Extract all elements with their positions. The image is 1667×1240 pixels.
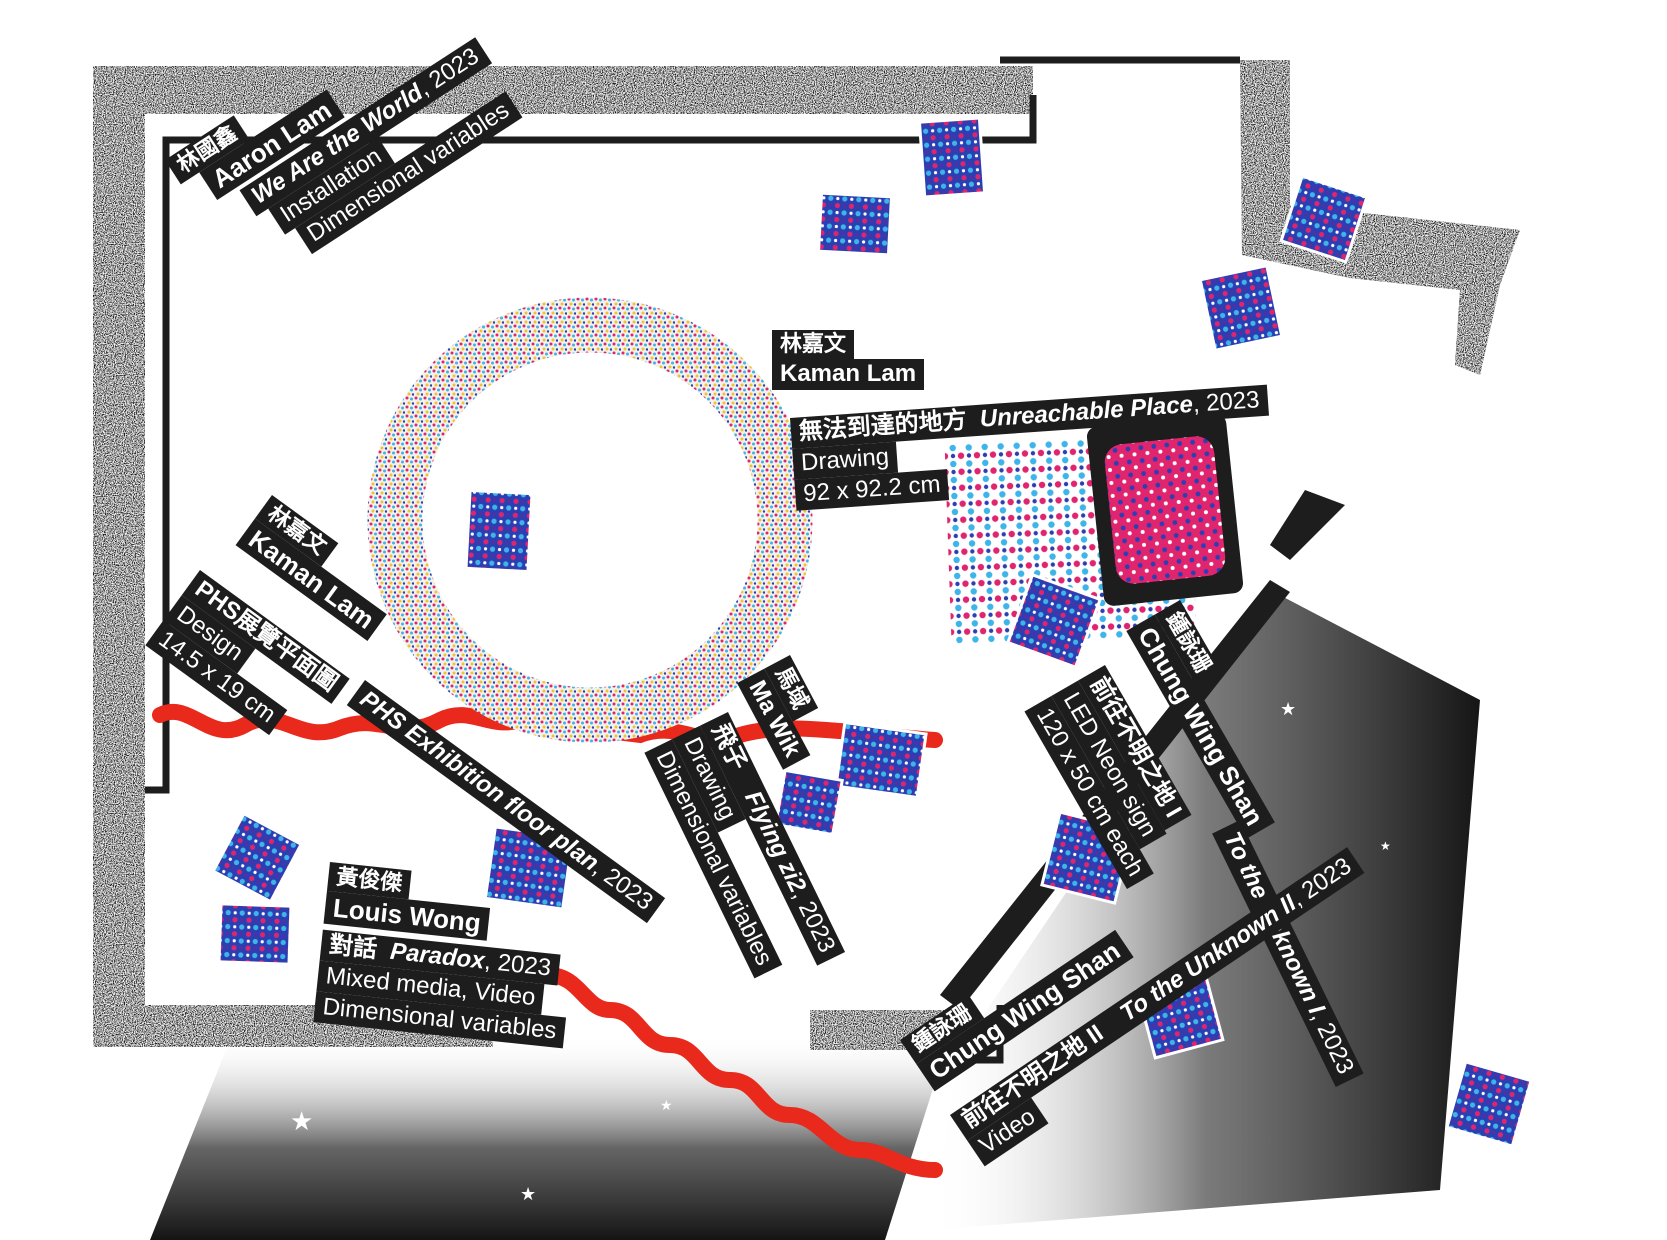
dot-square xyxy=(1005,572,1103,670)
unreachable-place-inner xyxy=(1104,436,1226,584)
svg-text:★: ★ xyxy=(1280,699,1296,719)
wall-right-bracket xyxy=(1240,60,1520,375)
label-louis-wong: 黃俊傑 Louis Wong 對話 Paradox, 2023 Mixed me… xyxy=(313,862,579,1049)
artwork-year: , 2023 xyxy=(1191,386,1261,418)
svg-text:★: ★ xyxy=(520,1184,536,1204)
dot-square xyxy=(1279,174,1369,264)
confetti-ring xyxy=(367,297,813,743)
artwork-year: , 2023 xyxy=(483,947,553,982)
dot-square xyxy=(217,902,293,966)
dot-square xyxy=(917,116,987,199)
artwork-title-cn: 對話 xyxy=(327,931,379,964)
dot-square xyxy=(816,191,894,257)
red-wave-top xyxy=(152,703,943,748)
wall-left xyxy=(93,66,145,796)
svg-text:★: ★ xyxy=(290,1106,313,1136)
red-wave-bottom xyxy=(540,967,943,1178)
dot-square xyxy=(1198,263,1284,353)
dot-square xyxy=(773,768,844,837)
dot-square xyxy=(211,811,304,904)
svg-text:★: ★ xyxy=(1380,839,1391,853)
dot-square xyxy=(464,488,534,574)
artist-name-en: Kaman Lam xyxy=(772,359,925,390)
dot-square xyxy=(834,720,928,800)
wall-left-lower xyxy=(93,796,145,1046)
neon-bar-1 xyxy=(1270,490,1345,560)
wall-top xyxy=(93,66,1033,114)
svg-text:★: ★ xyxy=(660,1097,673,1113)
artist-name-cn: 林嘉文 xyxy=(772,330,855,359)
dot-square xyxy=(1445,1060,1533,1148)
label-kaman-lam-unreachable: 林嘉文 Kaman Lam xyxy=(772,330,925,390)
